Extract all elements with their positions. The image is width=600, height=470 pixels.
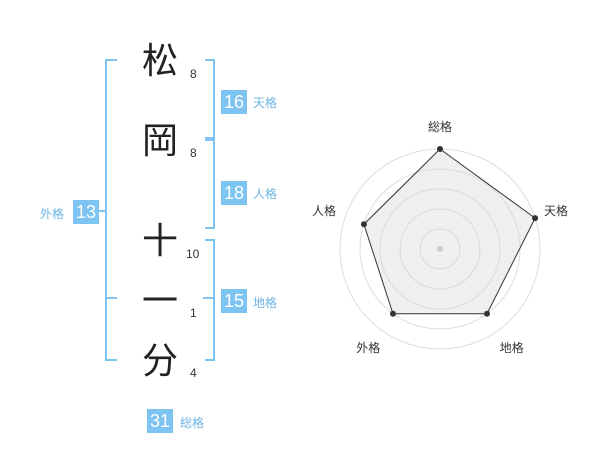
tenkaku-bracket xyxy=(205,59,215,139)
soukaku-label: 総格 xyxy=(180,416,205,430)
radar-axis-label-5: 人格 xyxy=(311,204,336,219)
radar-area xyxy=(363,148,536,315)
stroke-count-3: 10 xyxy=(186,247,200,261)
radar-point-2 xyxy=(532,215,539,222)
radar-point-3 xyxy=(484,310,491,317)
radar-ring-3 xyxy=(379,188,501,310)
radar-point-1 xyxy=(437,146,443,152)
name-char-1: 松 xyxy=(141,41,178,82)
radar-ring-2 xyxy=(399,208,481,290)
gaikaku-label: 外格 xyxy=(40,207,65,221)
radar-center xyxy=(437,246,443,252)
stroke-count-2: 8 xyxy=(190,146,197,160)
gaikaku-value-badge: 13 xyxy=(73,200,99,224)
chikaku-label: 地格 xyxy=(253,296,278,310)
stroke-count-5: 4 xyxy=(190,366,197,380)
name-char-2: 岡 xyxy=(141,121,178,162)
name-char-5: 分 xyxy=(141,341,178,382)
chikaku-value-badge: 15 xyxy=(221,289,247,313)
soukaku-value-badge: 31 xyxy=(147,409,173,433)
jinkaku-label: 人格 xyxy=(253,187,278,201)
jinkaku-bracket xyxy=(205,139,215,229)
jinkaku-value-badge: 18 xyxy=(221,181,247,205)
tenkaku-value-badge: 16 xyxy=(221,90,247,114)
radar-axis-label-2: 天格 xyxy=(544,204,569,219)
stroke-count-1: 8 xyxy=(190,67,197,81)
radar-axis-label-3: 地格 xyxy=(499,340,524,355)
gaikaku-bracket xyxy=(105,59,117,361)
chikaku-bracket-divider xyxy=(203,297,215,299)
stroke-count-4: 1 xyxy=(190,306,197,320)
name-char-3: 十 xyxy=(141,221,178,262)
tenkaku-label: 天格 xyxy=(253,96,278,110)
radar-ring-1 xyxy=(419,228,461,270)
gaikaku-bracket-divider xyxy=(105,297,117,299)
gaikaku-bracket-tick xyxy=(98,210,106,212)
radar-point-5 xyxy=(360,221,367,228)
radar-point-4 xyxy=(389,310,396,317)
radar-axis-label-1: 総格 xyxy=(428,120,453,134)
name-char-4: 一 xyxy=(141,281,178,322)
radar-axis-label-4: 外格 xyxy=(356,340,381,355)
chikaku-bracket xyxy=(205,239,215,361)
